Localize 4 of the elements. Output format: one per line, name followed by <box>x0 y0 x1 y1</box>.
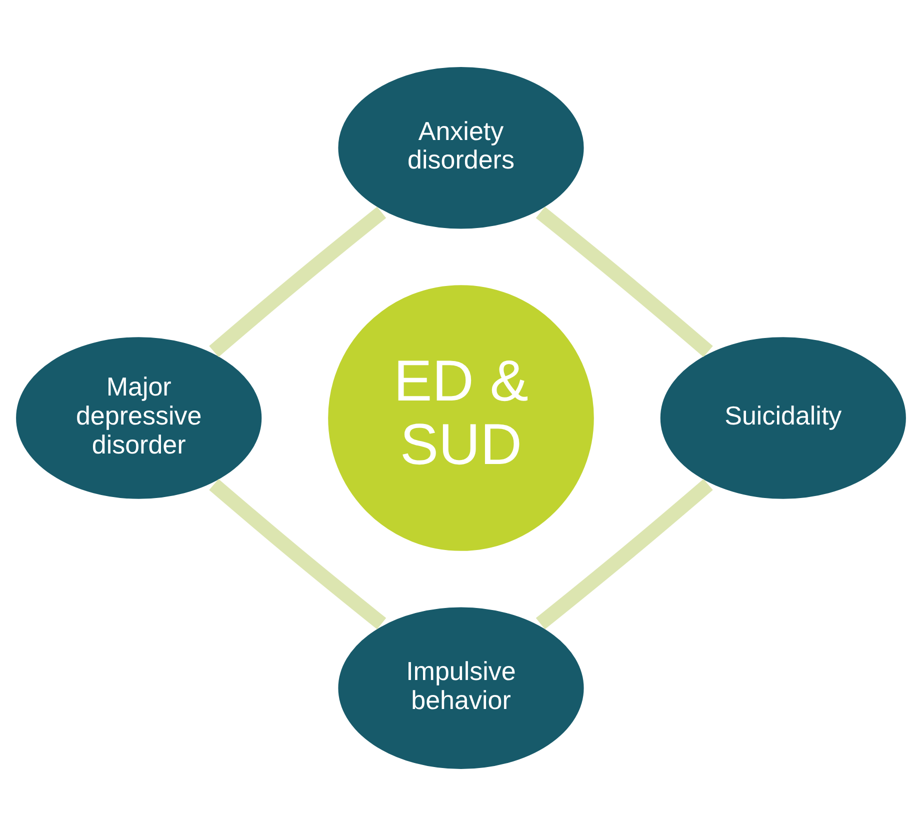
connector <box>536 478 713 629</box>
connector <box>209 206 386 356</box>
connector <box>209 478 386 629</box>
connector <box>536 206 713 356</box>
